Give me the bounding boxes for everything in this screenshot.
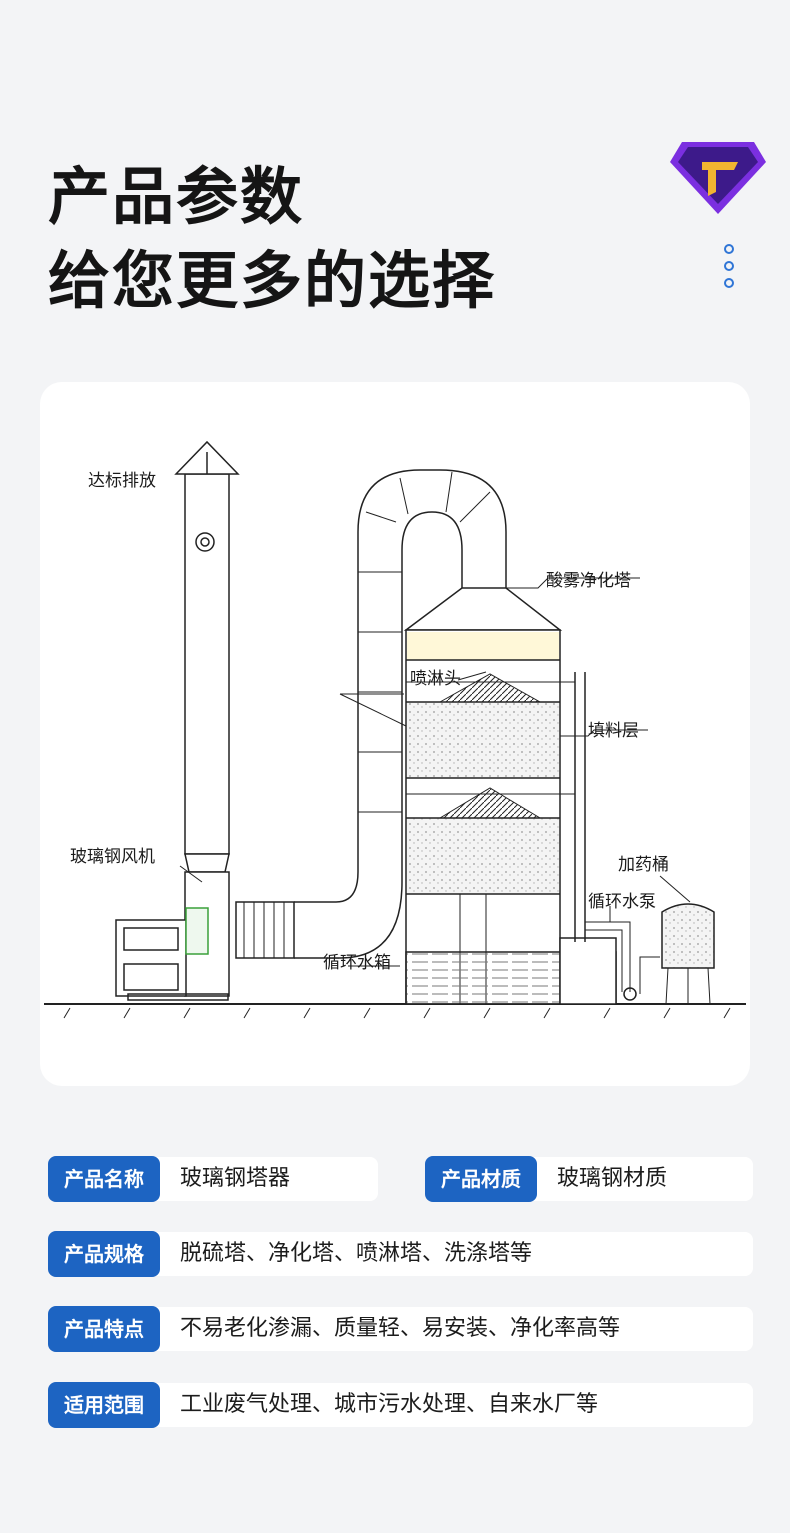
spec-row-material: 产品材质 玻璃钢材质 [425,1156,753,1202]
page-title-line-2: 给您更多的选择 [48,244,497,317]
spec-value: 玻璃钢材质 [557,1166,668,1191]
label-pump: 循环水泵 [588,892,656,912]
spec-label: 适用范围 [48,1382,160,1428]
spec-row-name: 产品名称 玻璃钢塔器 [48,1156,378,1202]
label-discharge: 达标排放 [88,471,156,491]
label-spray-head: 喷淋头 [410,669,461,689]
scrubber-diagram [44,440,746,1019]
vertical-dots-icon [724,244,738,295]
spec-row-features: 产品特点 不易老化渗漏、质量轻、易安装、净化率高等 [48,1306,753,1352]
label-water-tank: 循环水箱 [323,953,391,973]
spec-row-spec: 产品规格 脱硫塔、净化塔、喷淋塔、洗涤塔等 [48,1231,753,1277]
label-tower: 酸雾净化塔 [546,571,631,591]
spec-value: 玻璃钢塔器 [180,1166,291,1191]
page-title-line-1: 产品参数 [48,160,305,233]
spec-label: 产品材质 [425,1156,537,1202]
label-packing-layer: 填料层 [588,721,639,741]
spec-label: 产品规格 [48,1231,160,1277]
diagram-card: 达标排放 酸雾净化塔 喷淋头 填料层 玻璃钢风机 加药桶 循环水泵 循环水箱 [40,382,750,1086]
spec-value: 不易老化渗漏、质量轻、易安装、净化率高等 [180,1316,621,1341]
spec-label: 产品名称 [48,1156,160,1202]
spec-row-application: 适用范围 工业废气处理、城市污水处理、自来水厂等 [48,1382,753,1428]
label-dosing-tank: 加药桶 [618,855,669,875]
spec-value: 工业废气处理、城市污水处理、自来水厂等 [180,1392,599,1417]
diamond-logo-icon [670,142,766,214]
spec-label: 产品特点 [48,1306,160,1352]
label-fan: 玻璃钢风机 [70,847,155,867]
spec-value: 脱硫塔、净化塔、喷淋塔、洗涤塔等 [180,1241,533,1266]
